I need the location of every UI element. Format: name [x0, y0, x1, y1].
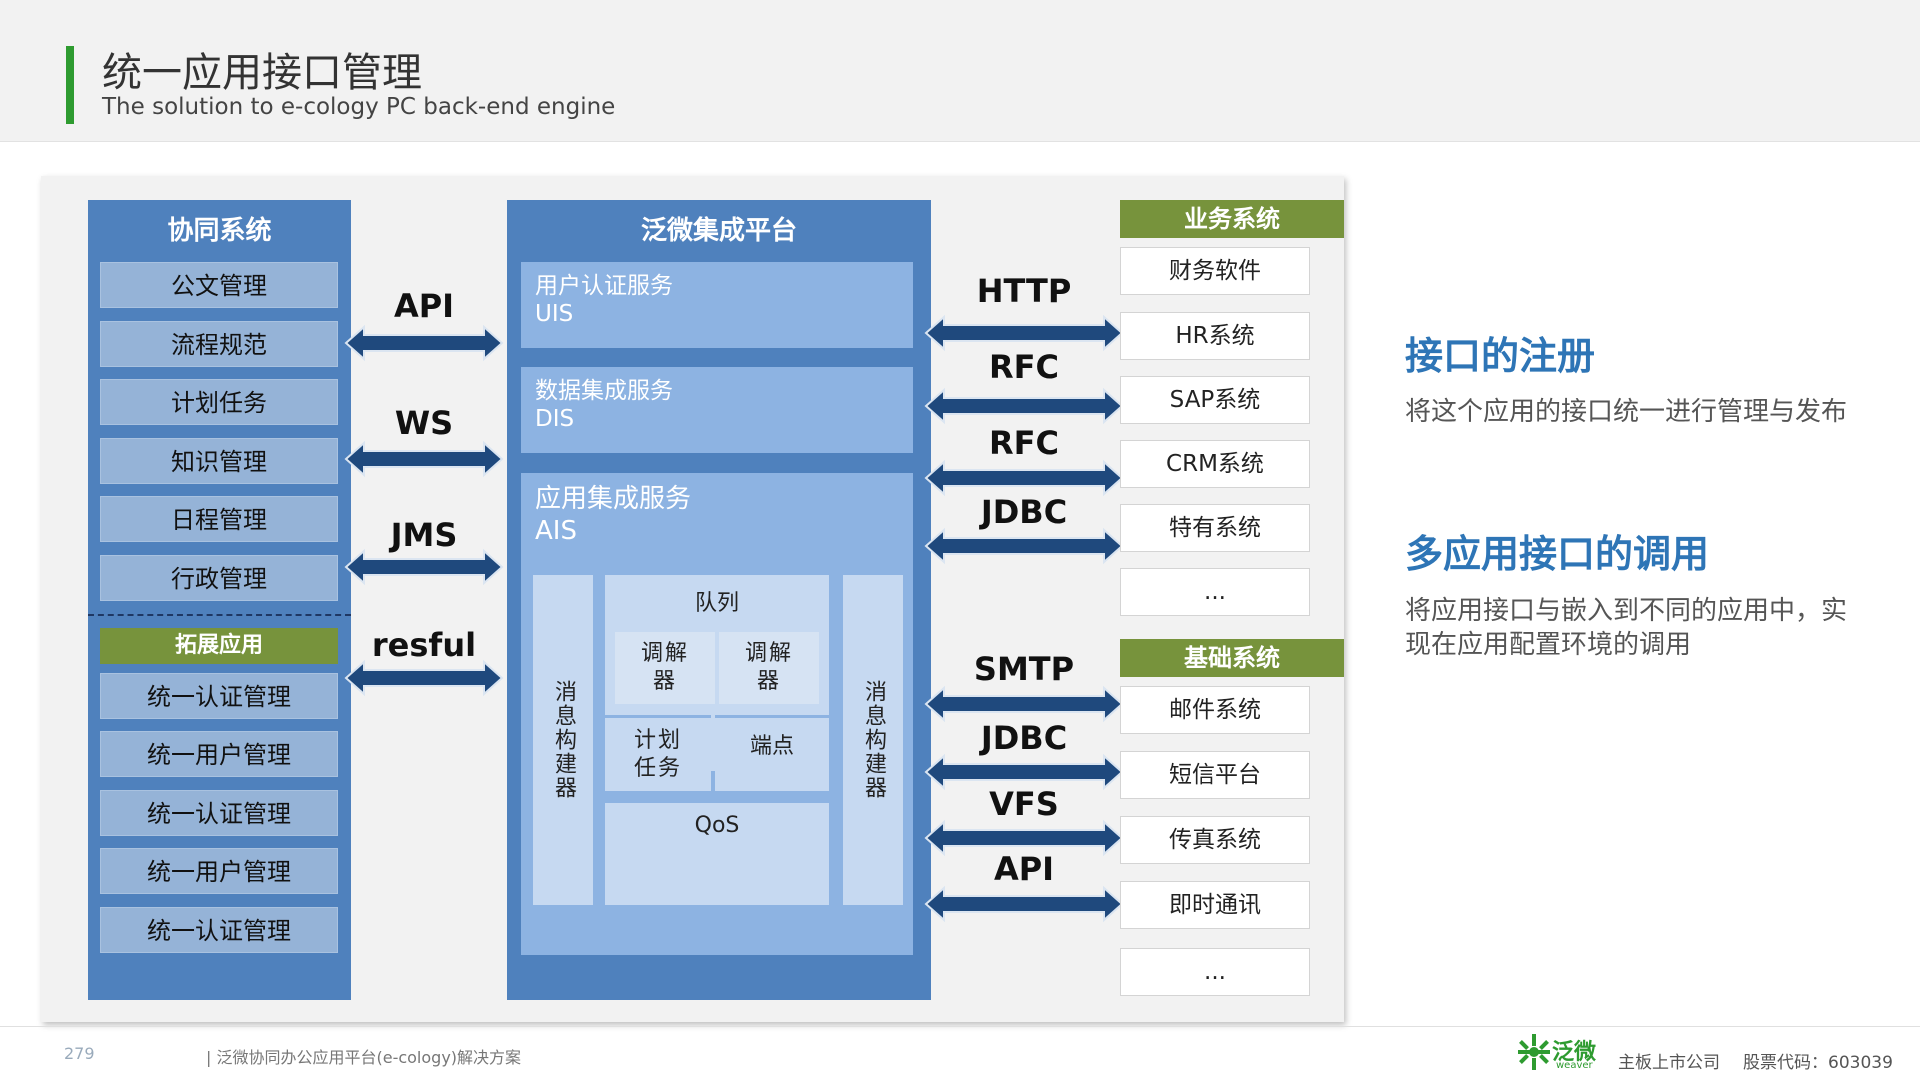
biz-special: 特有系统	[1120, 504, 1310, 552]
platform-title: 泛微集成平台	[640, 216, 797, 246]
interface-registration-desc: 将这个应用的接口统一进行管理与发布	[1405, 397, 1848, 427]
mediator-2-label: 调解器	[744, 641, 793, 694]
plan-task-box: 计划任务	[605, 715, 711, 791]
footer-doc-title: | 泛微协同办公应用平台(e-cology)解决方案	[206, 1048, 522, 1067]
header: 统一应用接口管理 The solution to e-cology PC bac…	[0, 0, 1920, 142]
uis-service: 用户认证服务 UIS	[521, 262, 913, 348]
biz-finance: 财务软件	[1120, 247, 1310, 295]
qos-box: QoS	[605, 803, 829, 905]
protocol-rfc-1: RFC	[989, 348, 1059, 386]
biz-sap: SAP系统	[1120, 376, 1310, 424]
integration-platform: 泛微集成平台 用户认证服务 UIS 数据集成服务 DIS 应用集成服务 AIS …	[507, 200, 931, 1000]
extension-apps-title: 拓展应用	[100, 628, 338, 664]
protocol-jdbc-2: JDBC	[980, 719, 1068, 757]
dis-code: DIS	[535, 406, 575, 432]
page-number: 279	[64, 1044, 95, 1063]
ais-name: 应用集成服务	[535, 484, 692, 514]
base-more: ...	[1120, 948, 1310, 996]
msg-builder-left: 消息构建器	[533, 575, 593, 905]
biz-more: ...	[1120, 568, 1310, 616]
base-im: 即时通讯	[1120, 881, 1310, 929]
protocol-api-right: API	[993, 850, 1055, 888]
base-sms: 短信平台	[1120, 751, 1310, 799]
left-item-schedule: 日程管理	[100, 496, 338, 542]
protocol-api: API	[393, 287, 455, 325]
page-title: 统一应用接口管理	[102, 50, 422, 96]
left-item-plan: 计划任务	[100, 379, 338, 425]
diagram-panel: 协同系统 公文管理 流程规范 计划任务 知识管理 日程管理 行政管理 拓展应用 …	[41, 176, 1344, 1022]
msg-builder-right: 消息构建器	[843, 575, 903, 905]
left-item-doc: 公文管理	[100, 262, 338, 308]
title-accent-bar	[66, 46, 74, 124]
ext-item-1: 统一认证管理	[100, 673, 338, 719]
dis-service: 数据集成服务 DIS	[521, 367, 913, 453]
protocol-vfs: VFS	[989, 785, 1059, 823]
ext-item-4: 统一用户管理	[100, 848, 338, 894]
page-subtitle: The solution to e-cology PC back-end eng…	[102, 94, 616, 120]
ais-code: AIS	[535, 516, 577, 546]
stock-code: 股票代码：603039	[1743, 1053, 1893, 1073]
protocol-http: HTTP	[976, 272, 1072, 310]
base-mail: 邮件系统	[1120, 686, 1310, 734]
left-item-knowledge: 知识管理	[100, 438, 338, 484]
double-arrow-rfc-1	[924, 387, 1124, 425]
double-arrow-ws	[344, 440, 504, 478]
mediator-2: 调解器	[719, 632, 819, 704]
biz-hr: HR系统	[1120, 312, 1310, 360]
collab-system-title: 协同系统	[167, 216, 272, 246]
double-arrow-api	[344, 324, 504, 362]
biz-crm: CRM系统	[1120, 440, 1310, 488]
weaver-logo: 泛微 weaver	[1516, 1032, 1600, 1074]
multi-app-invocation-heading: 多应用接口的调用	[1405, 532, 1710, 576]
protocol-ws: WS	[394, 404, 454, 442]
base-systems-title: 基础系统	[1120, 639, 1344, 677]
logo-en: weaver	[1556, 1060, 1593, 1071]
weaver-logo-icon	[1518, 1034, 1550, 1070]
double-arrow-resful	[344, 659, 504, 697]
left-item-admin: 行政管理	[100, 555, 338, 601]
endpoint-box: 端点	[715, 715, 829, 791]
base-fax: 传真系统	[1120, 816, 1310, 864]
multi-app-invocation-desc-1: 将应用接口与嵌入到不同的应用中，实	[1405, 596, 1848, 626]
protocol-jms: JMS	[390, 516, 458, 554]
dashed-divider	[88, 614, 351, 616]
qos-label: QoS	[694, 813, 740, 838]
protocol-jdbc-1: JDBC	[980, 493, 1068, 531]
double-arrow-http	[924, 314, 1124, 352]
logo-cn: 泛微	[1552, 1040, 1597, 1065]
protocol-smtp: SMTP	[973, 650, 1075, 688]
endpoint-label: 端点	[749, 734, 794, 759]
listed-company-label: 主板上市公司	[1618, 1053, 1720, 1073]
uis-name: 用户认证服务	[535, 273, 673, 299]
double-arrow-rfc-2	[924, 459, 1124, 497]
double-arrow-jdbc-1	[924, 527, 1124, 565]
queue-label: 队列	[694, 591, 739, 616]
ext-item-5: 统一认证管理	[100, 907, 338, 953]
footer-divider	[0, 1026, 1920, 1027]
uis-code: UIS	[535, 301, 574, 327]
protocol-rfc-2: RFC	[989, 424, 1059, 462]
collab-system-column: 协同系统 公文管理 流程规范 计划任务 知识管理 日程管理 行政管理 拓展应用 …	[88, 200, 351, 1000]
dis-name: 数据集成服务	[535, 378, 673, 404]
left-item-flow: 流程规范	[100, 321, 338, 367]
double-arrow-jms	[344, 548, 504, 586]
interface-registration-heading: 接口的注册	[1405, 334, 1596, 378]
multi-app-invocation-desc-2: 现在应用配置环境的调用	[1405, 630, 1692, 660]
ext-item-2: 统一用户管理	[100, 731, 338, 777]
business-systems-title: 业务系统	[1120, 200, 1344, 238]
mediator-1: 调解器	[615, 632, 715, 704]
ext-item-3: 统一认证管理	[100, 790, 338, 836]
plan-task-label: 计划任务	[633, 727, 682, 781]
double-arrow-api-right	[924, 885, 1124, 923]
double-arrow-smtp	[924, 685, 1124, 723]
mediator-1-label: 调解器	[640, 641, 689, 694]
protocol-resful: resful	[371, 626, 477, 664]
